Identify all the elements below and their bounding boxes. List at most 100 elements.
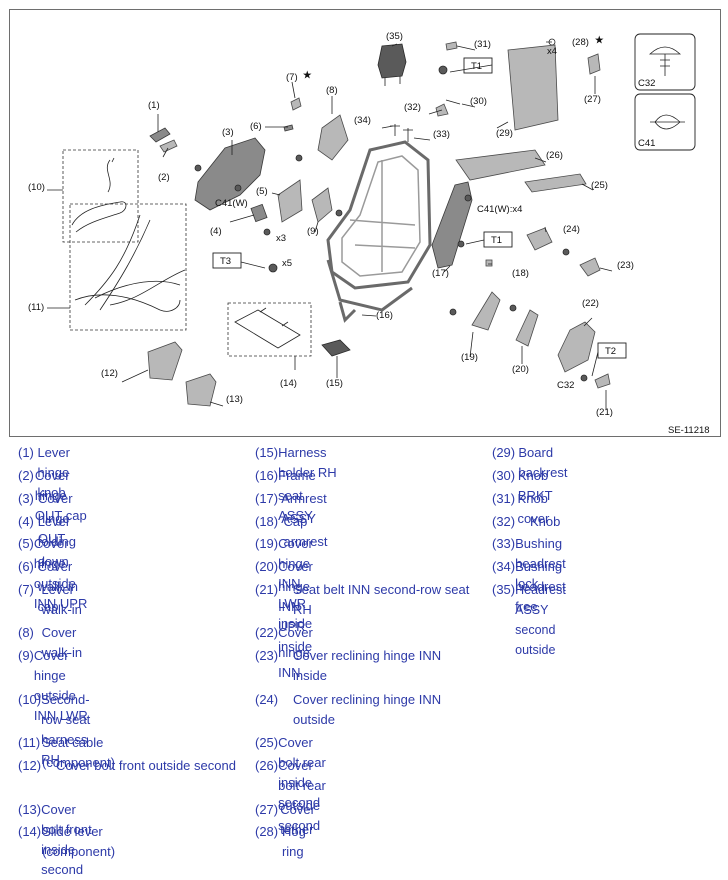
knob-brkt	[445, 99, 461, 105]
legend-name: Cover bolt front outside second	[56, 758, 236, 773]
note-c41w-x4: C41(W):x4	[477, 204, 522, 215]
legend-num: (35)	[492, 582, 516, 597]
callout-11: (11)	[28, 302, 44, 313]
legend-num: (1)	[18, 445, 34, 460]
callout-7-star: ★	[303, 70, 312, 81]
legend-name: Lever folding down	[37, 514, 77, 569]
legend-name: Lever hinge knob	[37, 445, 70, 500]
callout-12: (12)	[101, 368, 118, 379]
callout-10: (10)	[28, 182, 45, 193]
seat-cable-group-box	[69, 203, 187, 331]
legend-num: (4)	[18, 514, 34, 529]
legend-item: (14)Slide lever (component)	[18, 822, 129, 862]
legend-item: (17)Armrest ASSY	[255, 489, 339, 529]
legend-item: (21)Seat belt INN second-row seat RH	[255, 580, 488, 620]
armrest-assy	[431, 181, 473, 269]
callout-14: (14)	[280, 378, 297, 389]
legend-num: (23)	[255, 648, 279, 663]
callout-4: (4)	[210, 226, 222, 237]
torque-t1-mid-box	[483, 231, 513, 248]
seat-belt-inn	[594, 373, 611, 389]
cover-reclining-hinge-inn-outside	[526, 227, 553, 251]
callout-21: (21)	[596, 407, 613, 418]
legend-name: Cover hinge OUT	[37, 491, 73, 546]
legend-num: (29)	[492, 445, 516, 460]
clip-c41-icon	[650, 114, 685, 130]
legend-num: (14)	[18, 824, 42, 839]
legend-num: (33)	[492, 536, 516, 551]
note-x3: x3	[276, 233, 286, 244]
callout-20: (20)	[512, 364, 529, 375]
torque-t3: T3	[220, 256, 231, 267]
callout-8: (8)	[326, 85, 338, 96]
legend-item: (15)Harness holder RH	[255, 443, 341, 483]
cover-reclining-hinge-inn-inside	[579, 257, 601, 277]
callout-28-star: ★	[595, 35, 604, 46]
legend-name: Cover walk-in cap	[37, 559, 79, 614]
cover-hinge-inn	[557, 321, 596, 373]
legend-name: Cover tether	[280, 802, 315, 837]
legend-item: (2)Cover hinge OUT cap	[18, 466, 91, 526]
parts-legend: (1)Lever hinge knob (2)Cover hinge OUT c…	[0, 441, 728, 877]
callout-2: (2)	[158, 172, 170, 183]
callout-25: (25)	[591, 180, 608, 191]
legend-name: Slide lever (component)	[42, 824, 116, 859]
cover-walk-in-cap	[283, 124, 294, 132]
clip-c41-label: C41	[638, 138, 655, 149]
slide-lever-group-box	[227, 302, 312, 357]
legend-item: (26)Cover bolt rear outside second	[255, 756, 335, 836]
torque-t2: T2	[605, 346, 616, 357]
legend-name: Seat cable (component)	[41, 735, 115, 770]
headrest-assy	[377, 43, 407, 79]
legend-name: Frame seat ASSY	[278, 468, 316, 523]
legend-num: (26)	[255, 758, 279, 773]
callout-26: (26)	[546, 150, 563, 161]
note-c32: C32	[557, 380, 574, 391]
legend-name: Cover hinge INN LWR inside	[278, 536, 313, 631]
legend-name: Cover hinge OUT cap	[34, 468, 87, 523]
cover-bolt-front-inside-second	[185, 373, 217, 407]
callout-19: (19)	[461, 352, 478, 363]
callout-15: (15)	[326, 378, 343, 389]
legend-name: Hog ring	[281, 824, 306, 859]
legend-name: Bushing headrest free	[515, 559, 566, 614]
legend-item: (35)Headrest ASSY second outside	[492, 580, 581, 660]
note-x4: x4	[547, 46, 557, 57]
cover-hinge-out	[194, 137, 266, 211]
legend-item: (8)Cover walk-in	[18, 623, 91, 663]
legend-item: (6)Cover walk-in cap	[18, 557, 91, 617]
legend-name: Cover reclining hinge INN outside	[293, 692, 442, 727]
legend-num: (18)	[255, 514, 279, 529]
legend-num: (24)	[255, 692, 279, 707]
legend-num: (32)	[492, 514, 516, 529]
callout-7: (7)	[286, 72, 298, 83]
note-c41w: C41(W)	[215, 198, 248, 209]
legend-item: (29)Board backrest	[492, 443, 579, 483]
cover-bolt-front-outside-second	[147, 341, 183, 381]
legend-item: (23)Cover reclining hinge INN inside	[255, 646, 468, 686]
legend-item: (7)Lever walk-in	[18, 580, 89, 620]
legend-item: (22)Cover hinge INN	[255, 623, 328, 683]
legend-item: (10)Second-row seat harness RH	[18, 690, 104, 770]
callout-1: (1)	[148, 100, 160, 111]
legend-name: Cover hinge INN	[278, 625, 313, 680]
legend-num: (31)	[492, 491, 516, 506]
callout-9: (9)	[307, 226, 319, 237]
legend-item: (18)Cap armrest	[255, 512, 337, 552]
diagram-code: SE-11218	[668, 425, 710, 436]
legend-item: (1)Lever hinge knob	[18, 443, 89, 503]
bushing-headrest-lock	[403, 128, 413, 142]
callout-32: (32)	[404, 102, 421, 113]
clip-c32-label: C32	[638, 78, 655, 89]
legend-num: (21)	[255, 582, 279, 597]
legend-num: (15)	[255, 445, 279, 460]
legend-num: (28)	[255, 824, 279, 839]
legend-name: Knob cover	[517, 491, 550, 526]
callout-35: (35)	[386, 31, 403, 42]
callout-18: (18)	[512, 268, 529, 279]
legend-num: (22)	[255, 625, 279, 640]
legend-item: (3)Cover hinge OUT	[18, 489, 91, 549]
legend-item: (20)Cover hinge INN UPR inside	[255, 557, 328, 657]
legend-num: (19)	[255, 536, 279, 551]
legend-name: Armrest ASSY	[281, 491, 327, 526]
